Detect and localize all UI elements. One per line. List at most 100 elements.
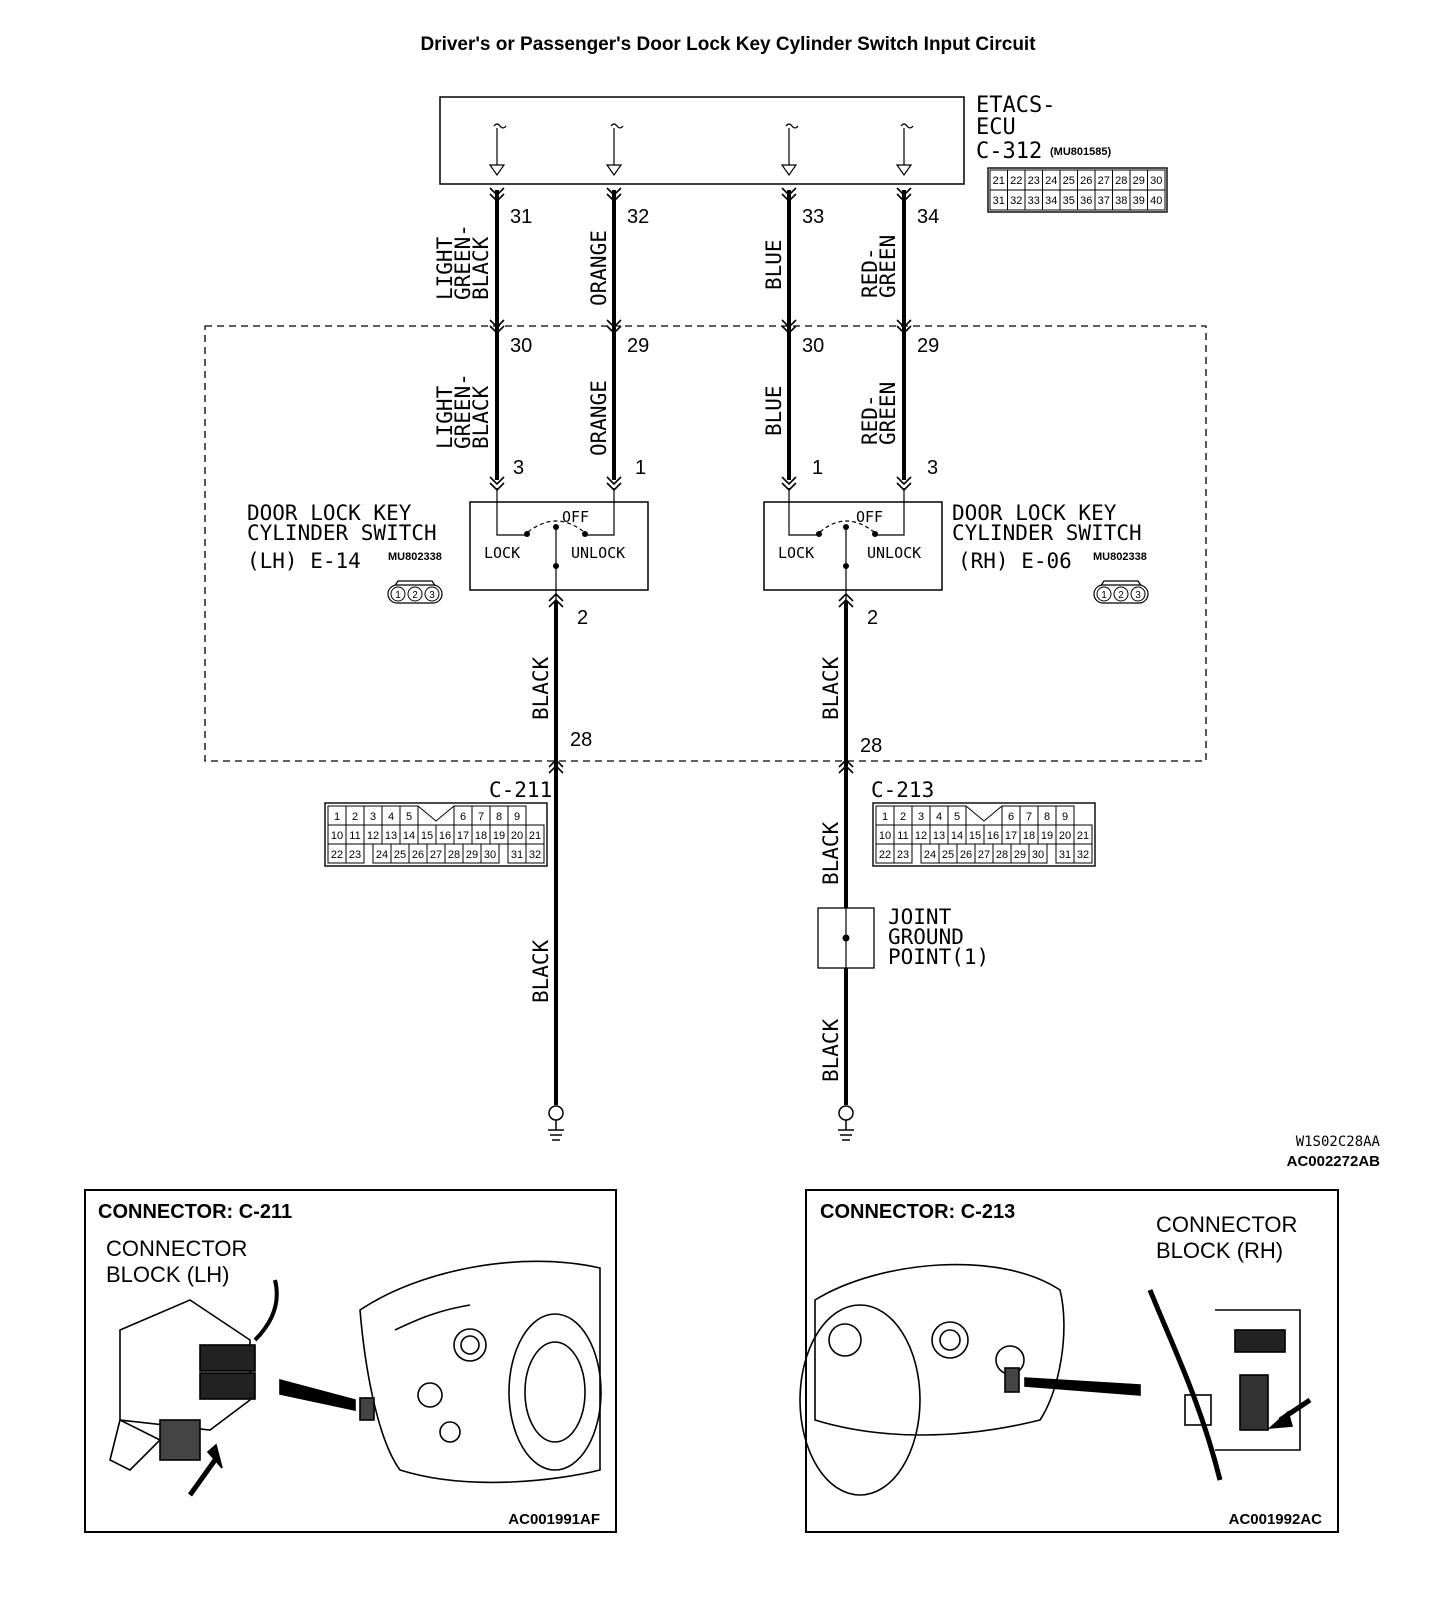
pin-icon-circle [1096, 586, 1112, 602]
switch-rh-unlock: UNLOCK [867, 544, 921, 562]
dashboard-lh-illustration [109, 1260, 602, 1497]
switch-pin-1-lh: 1 [635, 457, 646, 479]
wire-color-w1-low-3: BLACK [469, 385, 493, 449]
harness-pin-number: 19 [493, 830, 505, 842]
harness-pin-number: 17 [1005, 830, 1017, 842]
inner-pin-30-rh: 30 [802, 335, 824, 357]
ecu-pin-number: 26 [1080, 175, 1092, 187]
harness-pin-number: 2 [900, 811, 906, 823]
switch-lh-part-no: MU802338 [388, 551, 442, 563]
harness-pin-number: 8 [496, 811, 502, 823]
harness-pin-number: 3 [918, 811, 924, 823]
ecu-internal-terminals [488, 123, 914, 177]
switch-lh-lock: LOCK [484, 544, 520, 562]
panel-c213-label-1: CONNECTOR [1156, 1212, 1297, 1237]
harness-pin-number: 4 [936, 811, 942, 823]
harness-pin-number: 3 [370, 811, 376, 823]
wire-arrow-down [896, 187, 912, 197]
wire-arrow-down [781, 187, 797, 197]
harness-pin-number: 14 [403, 830, 415, 842]
drawing-code: W1S02C28AA [1296, 1134, 1381, 1150]
panel-c213-label-2: BLOCK (RH) [1156, 1238, 1283, 1263]
harness-connector-frame [872, 802, 1096, 867]
wire-arrow-up [838, 764, 854, 774]
ecu-pin-number: 35 [1063, 195, 1075, 207]
panel-c211-label-1: CONNECTOR [106, 1236, 247, 1261]
harness-pin-cell [525, 843, 545, 864]
harness-pin-number: 24 [376, 849, 388, 861]
panel-c211: CONNECTOR: C-211 CONNECTOR BLOCK (LH) AC… [84, 1189, 617, 1533]
ecu-name-line1: ETACS- [976, 93, 1055, 118]
harness-pin-number: 4 [388, 811, 394, 823]
switch-rh-lock: LOCK [778, 544, 814, 562]
harness-pin-number: 27 [430, 849, 442, 861]
panel-c213: CONNECTOR: C-213 CONNECTOR BLOCK (RH) AC… [799, 1189, 1339, 1533]
harness-pin-cell [345, 843, 365, 864]
harness-pin-number: 27 [978, 849, 990, 861]
wire-arrow-down [606, 476, 622, 486]
ecu-pin-number: 40 [1150, 195, 1162, 207]
switch-lh-unlock: UNLOCK [571, 544, 625, 562]
ecu-pin-32: 32 [627, 206, 649, 228]
switch-lh-conn-pin: 28 [570, 729, 592, 751]
switch-rh-off: OFF [856, 508, 883, 526]
harness-pin-number: 8 [1044, 811, 1050, 823]
ecu-pin-number: 37 [1098, 195, 1110, 207]
harness-pin-number: 21 [1077, 830, 1089, 842]
wire-color-w3-low: BLUE [762, 385, 786, 436]
ecu-pin-number: 29 [1133, 175, 1145, 187]
harness-pin-number: 25 [942, 849, 954, 861]
harness-pin-number: 23 [897, 849, 909, 861]
connector-c211-label: C-211 [489, 778, 552, 802]
ecu-pin-cell [1147, 189, 1166, 211]
panel-c211-label-2: BLOCK (LH) [106, 1262, 229, 1287]
harness-pin-number: 25 [394, 849, 406, 861]
ecu-pin-number: 36 [1080, 195, 1092, 207]
inner-pin-29-lh: 29 [627, 335, 649, 357]
harness-connector-frame [324, 802, 548, 867]
harness-pin-number: 28 [996, 849, 1008, 861]
wire-color-rh-mid: BLACK [819, 656, 843, 720]
wire-arrow-down [489, 325, 505, 335]
switch-rh-name-2: CYLINDER SWITCH [952, 521, 1142, 545]
ecu-pin-number: 22 [1010, 175, 1022, 187]
joint-ground-line2: GROUND [888, 925, 964, 949]
wire-color-w1-low-1: LIGHT [433, 385, 457, 449]
switch-rh-part-no: MU802338 [1093, 551, 1147, 563]
harness-pin-number: 6 [460, 811, 466, 823]
ecu-box [439, 96, 965, 185]
joint-ground-line1: JOINT [888, 905, 952, 929]
harness-pin-cell [480, 843, 500, 864]
switch-lh-ground-pin: 2 [577, 607, 588, 629]
switch-pin-3-lh: 3 [513, 457, 524, 479]
ecu-pin-33: 33 [802, 206, 824, 228]
wire-arrow-down [896, 319, 912, 329]
harness-pin-number: 29 [1014, 849, 1026, 861]
switch-pin-1-rh: 1 [812, 457, 823, 479]
pin-icon-number: 2 [412, 590, 418, 601]
ecu-pin-number: 33 [1028, 195, 1040, 207]
wire-color-w4-low-2: GREEN [876, 382, 900, 445]
harness-pin-number: 16 [987, 830, 999, 842]
harness-pin-cell [893, 843, 913, 864]
harness-pin-number: 11 [349, 830, 360, 842]
switch-lh-off: OFF [562, 508, 589, 526]
switch-rh-name-3: (RH) E-06 [958, 549, 1072, 573]
ecu-connector-frame [987, 167, 1168, 213]
ecu-pin-number: 25 [1063, 175, 1075, 187]
wire-arrow-down [606, 193, 622, 203]
wire-arrow-down [896, 193, 912, 203]
harness-pin-cell [1073, 843, 1093, 864]
harness-pin-number: 28 [448, 849, 460, 861]
pin-icon-circle [407, 586, 423, 602]
pin-icon-circle [390, 586, 406, 602]
pin-icon-circle [424, 586, 440, 602]
wire-color-rh-low: BLACK [819, 1018, 843, 1082]
wire-color-w3-top: BLUE [762, 239, 786, 290]
wire-color-w2-top: ORANGE [587, 230, 611, 306]
ecu-pin-number: 21 [993, 175, 1005, 187]
wire-color-labels: LIGHT GREEN- BLACK ORANGE BLUE RED- GREE… [433, 224, 900, 1082]
